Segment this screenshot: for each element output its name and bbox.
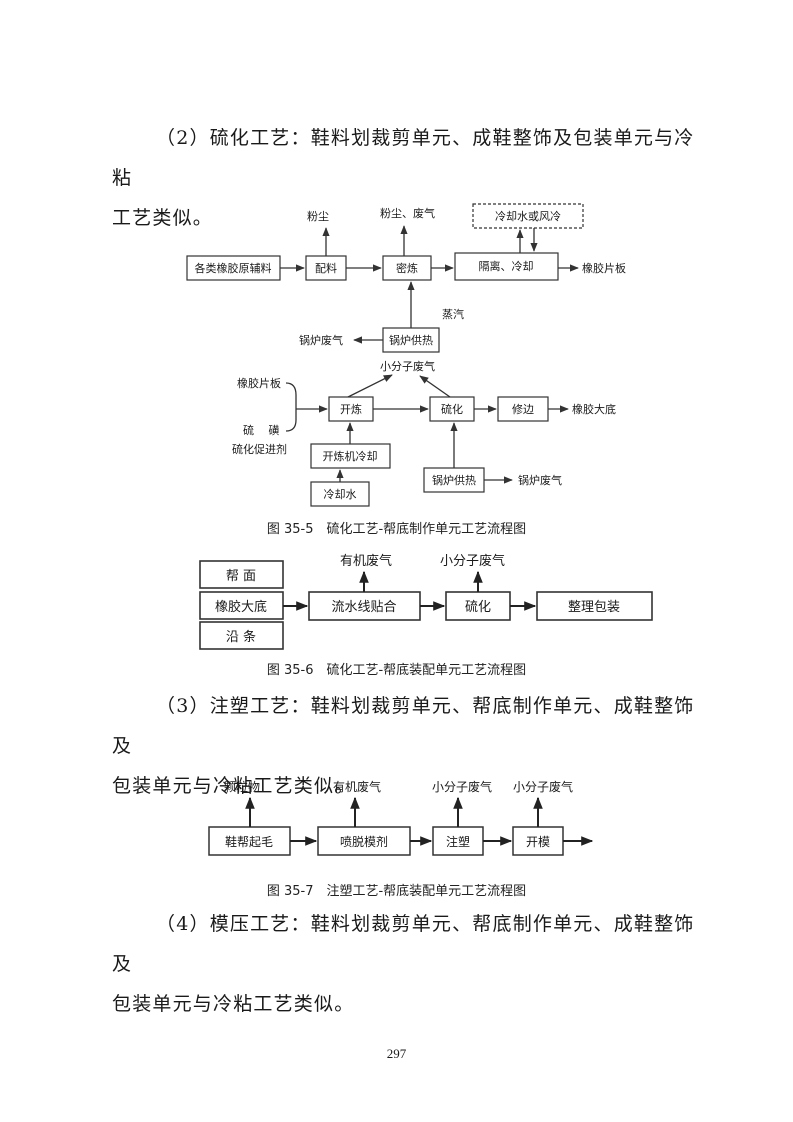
roughing-label: 鞋帮起毛 [225,834,273,849]
vulcanize-label: 硫化 [441,402,463,416]
sulfur-label: 硫 磺 [243,423,280,437]
boiler-heat-box-1 [382,327,440,353]
organic-gas-label: 有机废气 [340,553,392,569]
rubber-sole-label: 橡胶大底 [572,402,616,416]
small-gas-label-2: 小分子废气 [513,779,573,794]
cooling-water-air-label: 冷却水或风冷 [495,210,561,223]
finishing-box [536,591,653,621]
isolation-cooling-box [454,252,559,281]
spray-release-label: 喷脱模剂 [340,834,388,849]
figure-35-6-diagram: 帮 面 橡胶大底 沿 条 有机废气 小分子废气 流水线贴合 硫化 整理包装 [199,553,653,650]
upper-box [199,560,284,589]
rubber-sheet-output-label: 橡胶片板 [582,261,626,275]
demold-box [512,826,564,856]
mixing-box [382,255,432,281]
figure-35-5-caption: 图 35-5 硫化工艺-帮底制作单元工艺流程图 [266,522,527,537]
paragraph-vulcanization: （2）硫化工艺：鞋料划裁剪单元、成鞋整饰及包装单元与冷粘 工艺类似。 [112,118,712,238]
cooling-water-box [310,481,370,507]
paragraph-line: 工艺类似。 [112,207,214,229]
rubber-sole-label-6: 橡胶大底 [215,599,267,615]
dust-gas-label: 粉尘、废气 [380,206,435,220]
boiler-gas-label-1: 锅炉废气 [299,333,343,347]
particulates-label: 颗粒物 [224,779,260,794]
rubber-sole-box [199,591,284,620]
small-molecule-gas-label: 小分子废气 [380,359,435,373]
boiler-gas-label-2: 锅炉废气 [518,473,562,487]
welt-box [199,621,284,650]
small-gas-label-1: 小分子废气 [432,779,492,794]
mixing-label: 密炼 [396,261,418,275]
assembly-line-box [308,591,421,621]
welt-label: 沿 条 [226,629,256,645]
small-molecule-gas-label-6: 小分子废气 [440,553,505,569]
raw-materials-label: 各类橡胶原辅料 [195,261,272,275]
upper-label: 帮 面 [226,569,256,584]
mill-cooling-box [310,443,391,469]
paragraph-line: （4）模压工艺：鞋料划裁剪单元、帮底制作单元、成鞋整饰及 [112,913,695,975]
boiler-heat-box-2 [423,467,485,493]
figure-35-6-caption: 图 35-6 硫化工艺-帮底装配单元工艺流程图 [266,663,527,678]
trim-box [497,396,549,422]
paragraph-line: 包装单元与冷粘工艺类似。 [112,993,355,1015]
paragraph-line: 包装单元与冷粘工艺类似。 [112,775,355,797]
batching-label: 配料 [315,261,337,275]
organic-gas-label-7: 有机废气 [333,779,381,794]
isolation-cooling-label: 隔离、冷却 [479,259,534,273]
vulcanize-label-6: 硫化 [465,600,491,615]
finishing-label: 整理包装 [568,600,620,615]
paragraph-line: （3）注塑工艺：鞋料划裁剪单元、帮底制作单元、成鞋整饰及 [112,695,695,757]
dust-label: 粉尘 [307,210,329,223]
assembly-line-label: 流水线贴合 [331,600,396,615]
figure-35-5-diagram: 粉尘 粉尘、废气 冷却水或风冷 各类橡胶原辅料 配料 密炼 隔离、冷却 橡胶片板… [186,203,626,507]
accelerator-label: 硫化促进剂 [232,442,287,456]
rubber-sheet-input-label: 橡胶片板 [237,376,281,390]
paragraph-injection: （3）注塑工艺：鞋料划裁剪单元、帮底制作单元、成鞋整饰及 包装单元与冷粘工艺类似… [112,686,712,806]
open-mill-box [328,396,374,422]
batching-box [305,255,347,281]
paragraph-line: （2）硫化工艺：鞋料划裁剪单元、成鞋整饰及包装单元与冷粘 [112,127,695,189]
mill-cooling-label: 开炼机冷却 [323,449,378,463]
steam-label: 蒸汽 [442,307,464,321]
injection-label: 注塑 [446,834,470,849]
figure-35-7-diagram: 颗粒物 有机废气 小分子废气 小分子废气 鞋帮起毛 喷脱模剂 注塑 开模 [208,779,594,856]
boiler-heat-label-1: 锅炉供热 [389,333,433,347]
page-number: 297 [386,1046,407,1061]
open-mill-label: 开炼 [340,402,362,416]
cooling-water-air-box [472,203,584,229]
figure-35-7-caption: 图 35-7 注塑工艺-帮底装配单元工艺流程图 [266,884,527,899]
boiler-heat-label-2: 锅炉供热 [432,473,476,487]
trim-label: 修边 [512,402,534,416]
cooling-water-label: 冷却水 [324,488,357,501]
paragraph-compression-molding: （4）模压工艺：鞋料划裁剪单元、帮底制作单元、成鞋整饰及 包装单元与冷粘工艺类似… [112,904,712,1024]
demold-label: 开模 [526,835,550,849]
